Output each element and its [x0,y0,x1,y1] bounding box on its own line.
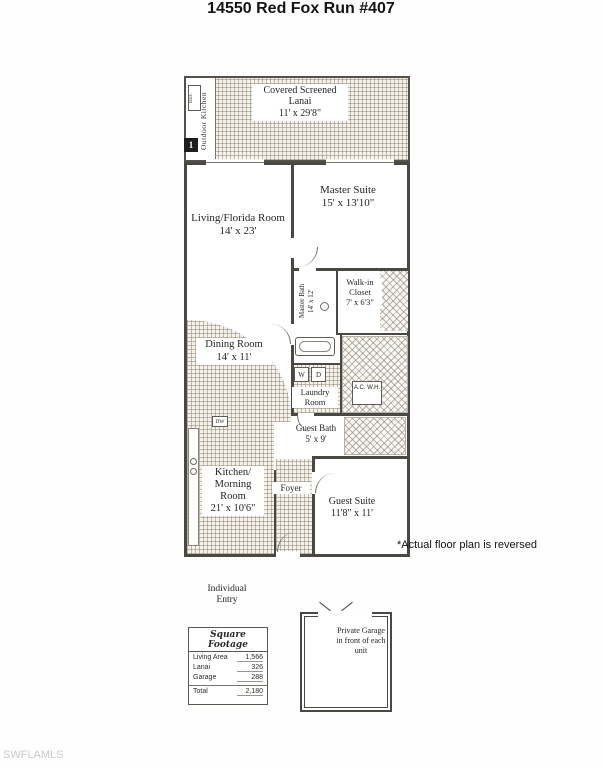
entry-opening [276,551,300,560]
sf-row-label: Living Area [193,654,228,661]
washer: W [294,367,309,382]
kitchen-name: Kitchen/ Morning Room [214,467,252,502]
dining-room-label: Dining Room 14' x 11' [196,338,272,365]
ac-water-heater-closet: A.C. W.H. [352,381,382,405]
living-room-dims: 14' x 23' [219,225,257,238]
mls-watermark: SWFLAMLS [3,749,64,761]
laundry-room-label: Laundry Room [292,387,338,409]
ac-wh-label: A.C. W.H. [353,385,381,391]
slider-opening [326,159,394,166]
unit-number-badge: 1 [184,138,198,152]
dishwasher: DW [212,416,228,427]
square-footage-header: Square Footage [189,628,267,652]
living-room-name: Living/Florida Room [191,212,285,224]
garage-door-opening [318,610,372,618]
kitchen-counter [188,428,199,546]
wall [312,494,315,557]
wall [336,268,338,335]
closet-rod-area [380,271,408,331]
sf-row-label: Garage [193,674,217,681]
kitchen-sink-bowl [190,468,197,475]
guest-suite-label: Guest Suite 11'8" x 11' [326,496,378,519]
sf-total-label: Total [193,688,208,695]
master-suite-name: Master Suite [320,184,376,196]
guest-shower-floor [344,417,406,455]
table-total-row: Total 2,180 [189,685,267,696]
wall [291,363,340,365]
sf-row-value: 326 [237,664,263,672]
guest-bath-dims: 5' x 9' [305,434,327,445]
bath-sink [320,302,329,311]
table-row: Lanai 326 [189,662,267,672]
wall [314,413,410,416]
dining-room-name: Dining Room [205,339,263,350]
lanai-name: Covered Screened Lanai [263,85,337,108]
wall [312,456,315,472]
foyer-label: Foyer [272,482,310,495]
guest-suite-name: Guest Suite [328,496,376,507]
sf-total-value: 2,180 [237,688,263,696]
wall [312,456,410,459]
sf-row-value: 1,566 [237,654,263,662]
master-bath-dims: 14' x 12' [307,289,316,313]
sf-row-label: Lanai [193,664,211,671]
refrigerator: REF. [188,85,201,111]
wall [291,345,294,415]
dryer: D [311,367,326,382]
page-title: 14550 Red Fox Run #407 [207,0,395,17]
wall [291,258,294,324]
slider-line [206,162,264,163]
wall [291,162,294,238]
lanai-dims: 11' x 29'8" [278,108,322,120]
living-room-label: Living/Florida Room 14' x 23' [190,212,286,238]
wall [274,470,276,557]
sf-row-value: 288 [237,674,263,682]
kitchen-sink-bowl [190,458,197,465]
master-bath-name: Master Bath [298,283,306,319]
garage-label: Private Garage in front of each unit [336,626,386,655]
table-row: Living Area 1,566 [189,652,267,662]
master-suite-dims: 15' x 13'10" [321,197,375,210]
walk-in-closet-label: Walk-in Closet 7' x 6'3" [338,277,382,308]
guest-suite-dims: 11'8" x 11' [331,508,373,520]
walk-in-closet-name: Walk-in Closet [346,277,374,297]
refrigerator-label: REF. [189,92,194,104]
kitchen-label: Kitchen/ Morning Room 21' x 10'6" [202,466,264,516]
individual-entry-label: Individual Entry [207,584,247,605]
bathtub [295,337,335,356]
walk-in-closet-dims: 7' x 6'3" [346,297,374,308]
bathtub-basin [299,341,331,352]
dining-room-dims: 14' x 11' [216,351,252,363]
reversed-plan-note: *Actual floor plan is reversed [397,539,538,551]
wall [291,413,298,416]
master-bath-label: Master Bath 14' x 12' [298,270,316,332]
wall [336,333,410,335]
wall [316,268,410,271]
wall [291,268,299,271]
lanai-label: Covered Screened Lanai 11' x 29'8" [252,84,348,121]
guest-bath-name: Guest Bath [295,423,337,433]
garage-outline [300,612,392,712]
table-row: Garage 288 [189,672,267,682]
wall [340,335,342,415]
slider-opening [206,159,264,166]
slider-line [326,162,394,163]
guest-bath-label: Guest Bath 5' x 9' [289,423,343,444]
square-footage-table: Square Footage Living Area 1,566 Lanai 3… [188,627,268,705]
kitchen-dims: 21' x 10'6" [210,503,256,515]
master-suite-label: Master Suite 15' x 13'10" [312,184,384,210]
